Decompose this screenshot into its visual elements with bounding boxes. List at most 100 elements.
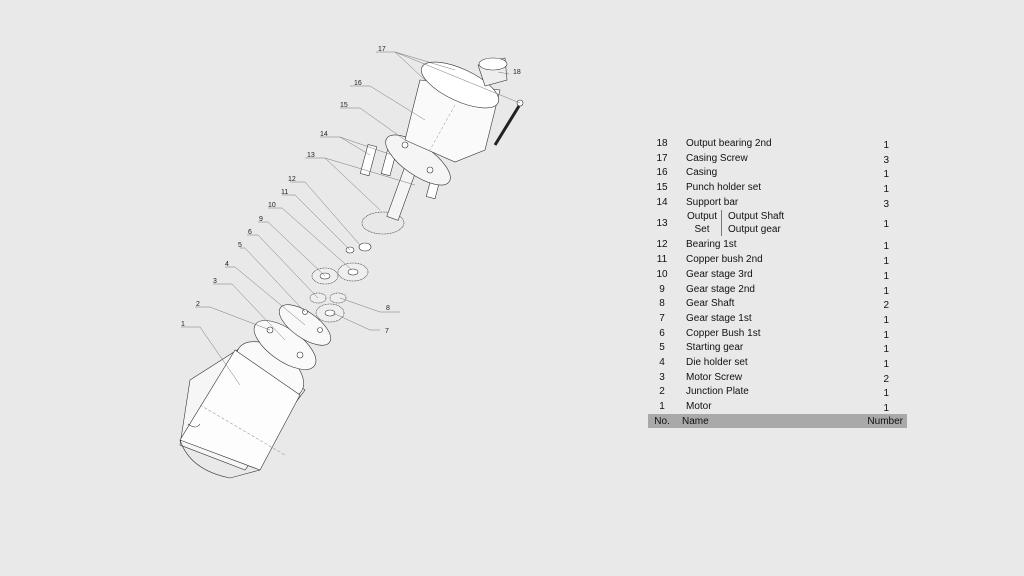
- casing-part: [404, 61, 501, 163]
- bom-group-part: Output gear: [728, 224, 781, 236]
- bom-row-name: Copper Bush 1st: [686, 327, 761, 339]
- bom-row-name: Junction Plate: [686, 386, 749, 398]
- bom-row: 18 Output bearing 2nd 1: [648, 136, 907, 151]
- bom-row-number: 10: [656, 268, 668, 280]
- bom-row-quantity: 1: [883, 329, 889, 341]
- bom-row-number: 16: [656, 167, 668, 179]
- output-bearing-part: [477, 57, 508, 87]
- bom-row-quantity: 1: [883, 403, 889, 414]
- bom-row-quantity: 1: [883, 270, 889, 282]
- bom-row-name: Output bearing 2nd: [686, 138, 772, 149]
- callout-11: 11: [281, 189, 288, 196]
- bom-row-quantity: 2: [883, 373, 889, 385]
- callout-2: 2: [196, 301, 200, 308]
- bom-row-number: 8: [659, 298, 665, 310]
- bom-group-word: Output: [686, 211, 718, 223]
- callout-7: 7: [385, 328, 389, 335]
- header-name: Name: [682, 415, 709, 427]
- callout-17: 17: [378, 46, 386, 53]
- bom-row-name: Gear stage 3rd: [686, 268, 753, 280]
- bom-row-quantity: 1: [883, 314, 889, 326]
- callout-10: 10: [268, 202, 276, 209]
- bom-group-word: Set: [694, 224, 710, 236]
- callout-12: 12: [288, 176, 296, 183]
- bom-row: 17 Casing Screw 3: [648, 151, 907, 166]
- bom-row-quantity: 1: [883, 358, 889, 370]
- bom-row-name: Die holder set: [686, 356, 748, 368]
- bom-row-name: Motor Screw: [686, 371, 743, 383]
- header-no: No.: [654, 415, 670, 427]
- bom-row-number: 2: [659, 386, 665, 398]
- bearing-part: [345, 242, 372, 254]
- bom-row-number: 12: [656, 239, 668, 251]
- callout-9: 9: [259, 216, 263, 223]
- callout-4: 4: [225, 261, 229, 268]
- gear-stage-3rd-part: [337, 262, 369, 282]
- bom-row: 8 Gear Shaft 2: [648, 296, 907, 311]
- bom-row: 14 Support bar 3: [648, 195, 907, 210]
- callout-8: 8: [386, 305, 390, 312]
- bom-row-quantity: 1: [883, 256, 889, 268]
- bom-group-part: Output Shaft: [728, 211, 785, 223]
- bom-row-quantity: 1: [883, 241, 889, 253]
- bom-row-quantity: 1: [883, 219, 889, 231]
- bom-row-number: 7: [659, 312, 665, 324]
- callout-6: 6: [248, 229, 252, 236]
- output-set-part: [361, 164, 418, 235]
- callout-18: 18: [513, 69, 521, 76]
- bom-row-name: Copper bush 2nd: [686, 254, 763, 266]
- bom-row: 3 Motor Screw 2: [648, 370, 907, 385]
- bom-row-name: Casing Screw: [686, 152, 748, 164]
- bom-row-number: 14: [656, 196, 668, 208]
- bom-row: 12 Bearing 1st 1: [648, 237, 907, 252]
- bom-row-quantity: 1: [883, 140, 889, 151]
- callout-3: 3: [213, 278, 217, 285]
- bom-row: 4 Die holder set 1: [648, 355, 907, 370]
- bom-row-name: Support bar: [686, 196, 739, 208]
- callout-13: 13: [307, 152, 315, 159]
- bom-row-number: 4: [659, 356, 665, 368]
- bom-row: 6 Copper Bush 1st 1: [648, 326, 907, 341]
- bom-row-name: Gear stage 1st: [686, 312, 752, 324]
- bom-row-quantity: 1: [883, 184, 889, 196]
- casing-screw-part: [493, 99, 524, 146]
- callout-14: 14: [320, 131, 328, 138]
- bom-row-number: 3: [659, 371, 665, 383]
- callout-16: 16: [354, 80, 362, 87]
- bom-header: No. Name Number: [648, 413, 907, 428]
- bom-row-number: 17: [656, 152, 668, 164]
- bom-row-number: 5: [659, 342, 665, 354]
- bom-row: 16 Casing 1: [648, 165, 907, 180]
- bom-row-name: Casing: [686, 167, 718, 179]
- bom-row-quantity: 2: [883, 300, 889, 312]
- bom-row: 11 Copper bush 2nd 1: [648, 252, 907, 267]
- bom-row-number: 13: [656, 218, 668, 230]
- bom-row: 10 Gear stage 3rd 1: [648, 267, 907, 282]
- bom-row-quantity: 3: [883, 154, 889, 166]
- bom-row: 7 Gear stage 1st 1: [648, 311, 907, 326]
- bom-row-name: Gear Shaft: [686, 298, 735, 310]
- bom-row-number: 11: [656, 254, 668, 266]
- bom-row-name: Gear stage 2nd: [686, 283, 755, 295]
- bom-row-quantity: 1: [883, 344, 889, 356]
- callout-5: 5: [238, 242, 242, 249]
- bom-row-number: 6: [659, 327, 665, 339]
- bom-row-name: Bearing 1st: [686, 239, 737, 251]
- bom-row-name: Punch holder set: [686, 182, 762, 194]
- bom-row-number: 18: [656, 138, 668, 149]
- bom-row-quantity: 3: [883, 198, 889, 210]
- bom-row-quantity: 1: [883, 169, 889, 181]
- exploded-view-diagram: 17 18 16 15 14 13 12 11 10 9 6 5 4 3 2 1…: [179, 46, 524, 479]
- bom-row-name: Motor: [686, 401, 712, 412]
